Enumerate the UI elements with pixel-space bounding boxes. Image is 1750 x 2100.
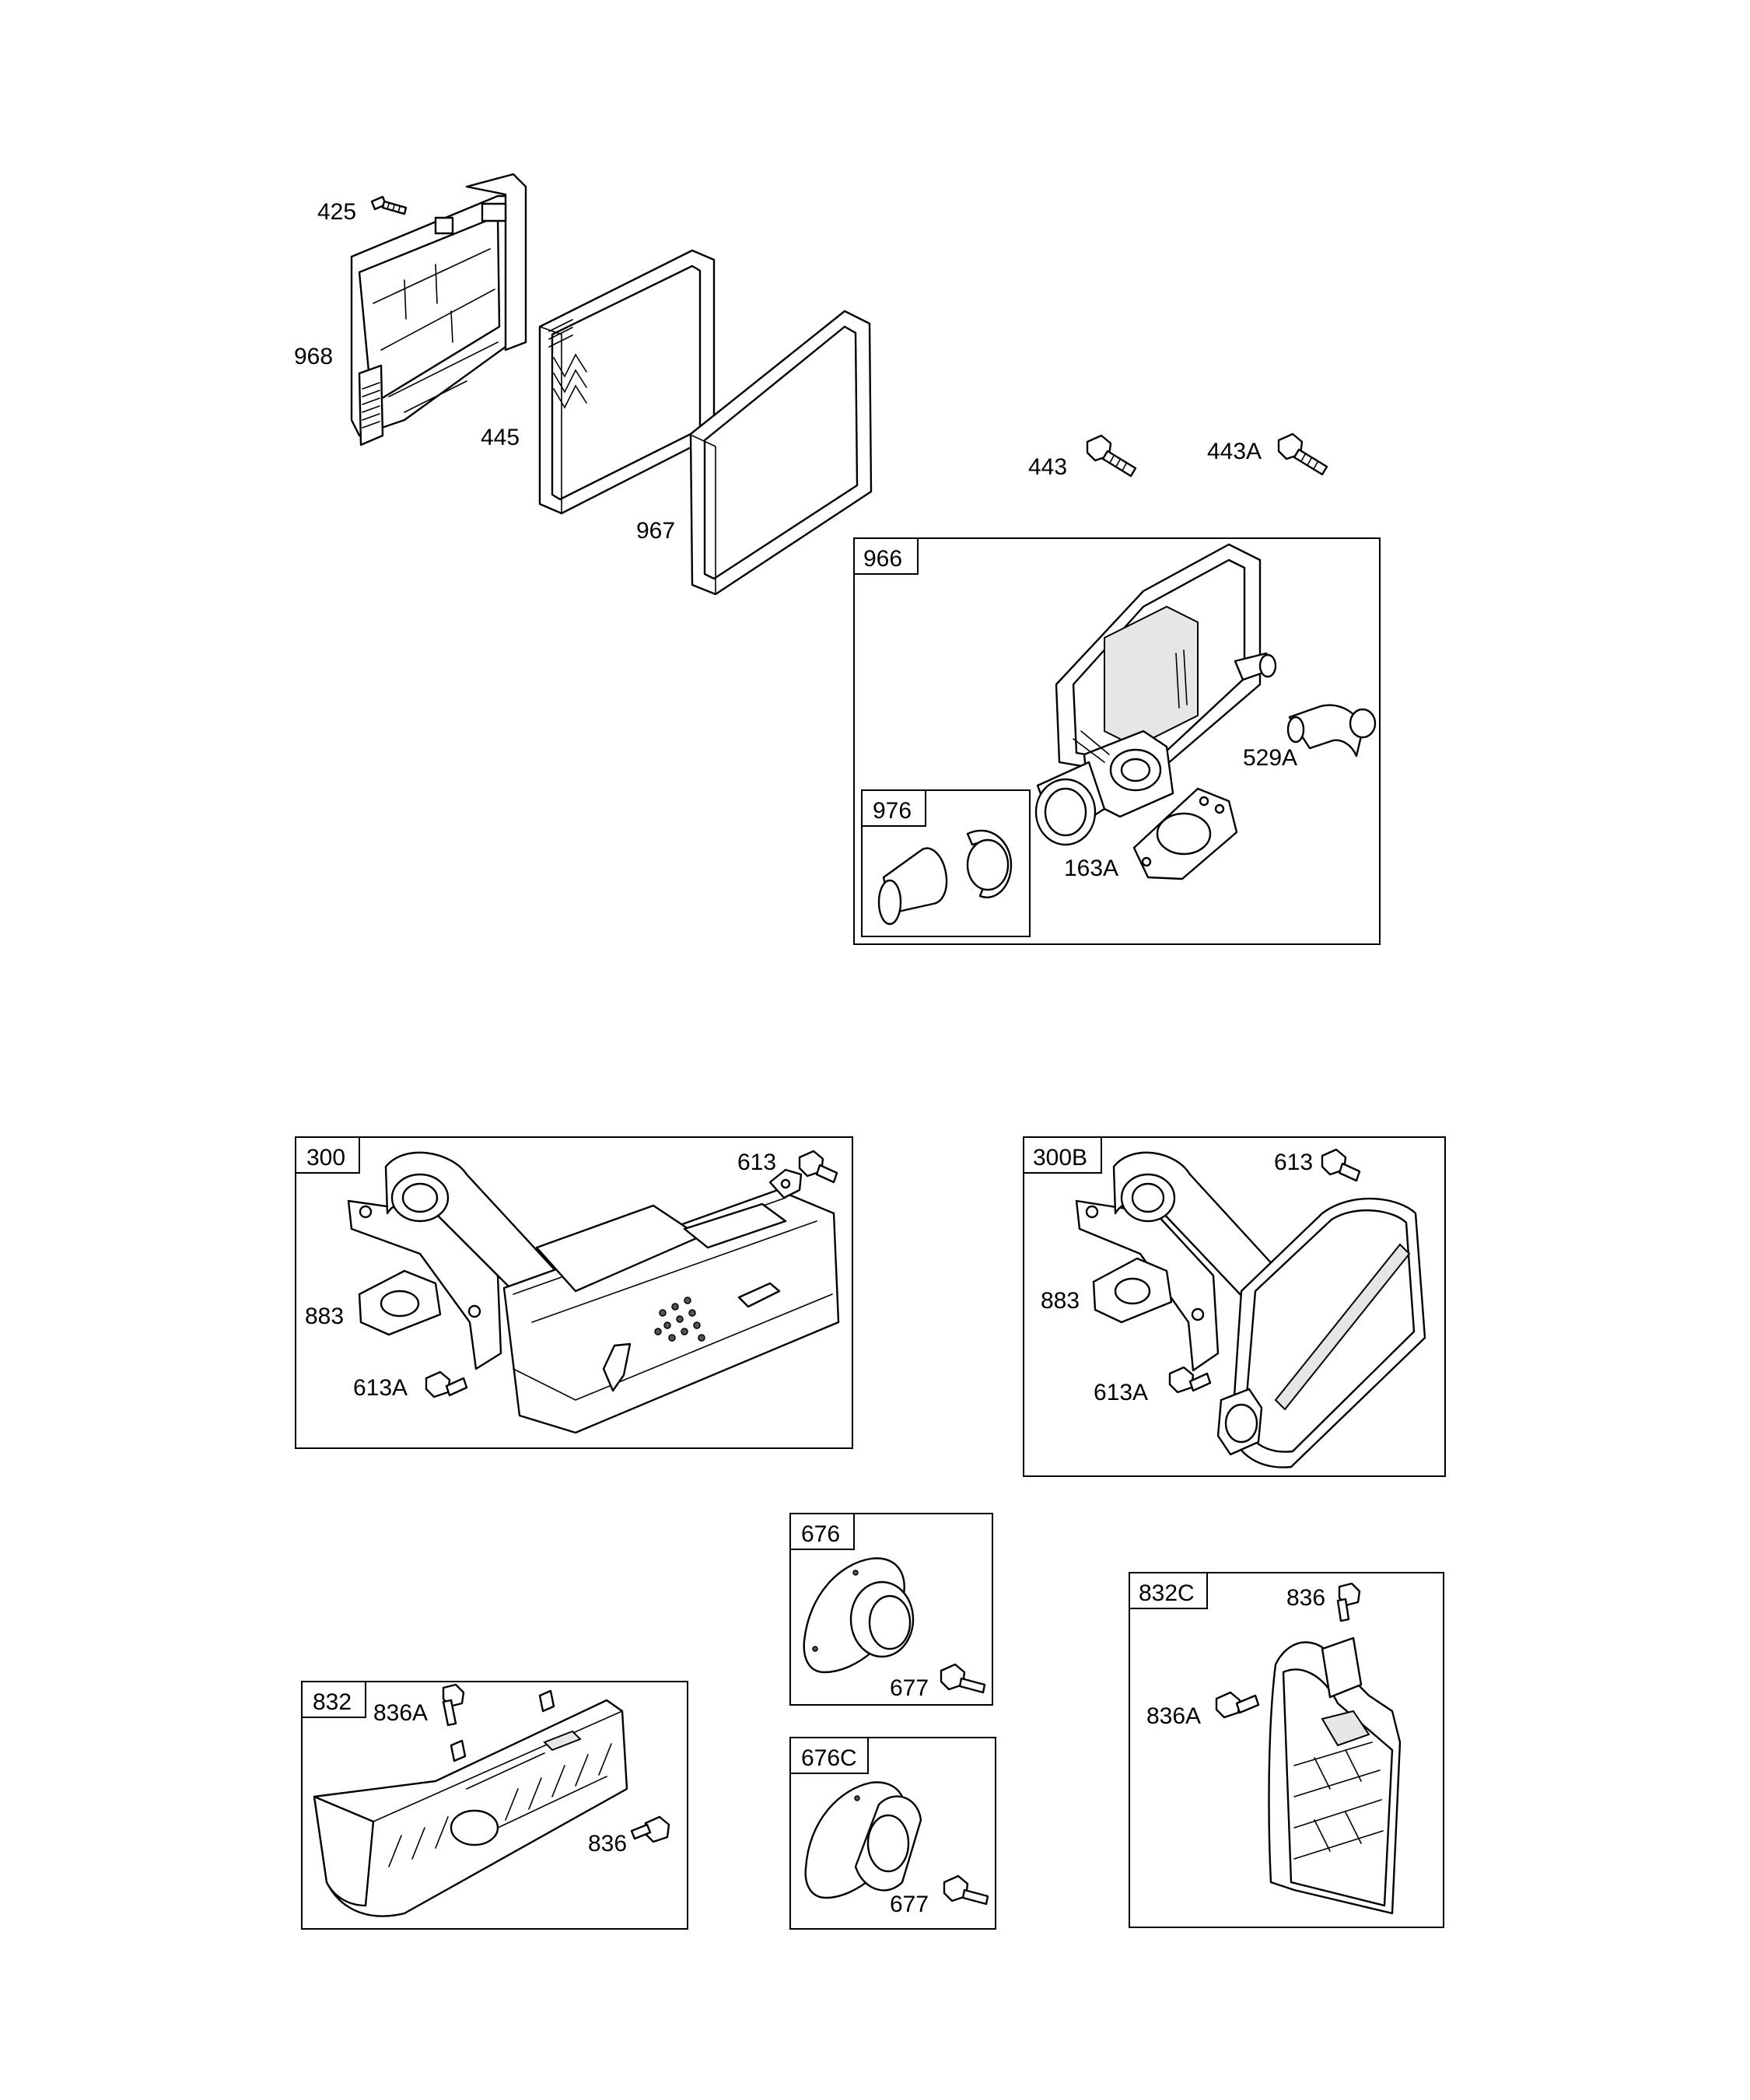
label-676: 676	[801, 1521, 840, 1547]
label-967: 967	[636, 518, 675, 544]
part-425-screw	[370, 195, 408, 215]
part-966-intake-housing	[1034, 543, 1277, 846]
part-300b-muffler	[1075, 1151, 1426, 1468]
label-300b: 300B	[1033, 1145, 1087, 1171]
label-676c: 676C	[801, 1745, 857, 1771]
part-300b-613-bolt	[1321, 1148, 1361, 1182]
part-300b-883-gasket	[1092, 1257, 1173, 1324]
muffler-vent-holes	[654, 1297, 705, 1342]
part-163a-gasket	[1132, 787, 1238, 880]
group-676c-tag	[789, 1737, 869, 1774]
label-443a: 443A	[1207, 439, 1262, 464]
label-300b-613a: 613A	[1094, 1380, 1148, 1405]
part-300-muffler	[347, 1151, 840, 1434]
group-832-frame	[301, 1681, 688, 1930]
label-676c-677: 677	[890, 1892, 929, 1917]
label-832: 832	[313, 1689, 352, 1715]
label-832c-836: 836	[1286, 1585, 1325, 1611]
part-976-tube-and-clamp	[877, 829, 1013, 926]
group-300b-tag	[1023, 1136, 1102, 1174]
label-300b-883: 883	[1041, 1288, 1080, 1314]
part-445-filter-element	[538, 249, 716, 515]
label-300b-613: 613	[1274, 1150, 1313, 1175]
part-300b-613a-bolt	[1168, 1366, 1212, 1394]
label-832c-836a: 836A	[1146, 1703, 1201, 1729]
group-976-tag	[861, 789, 926, 827]
part-967-pre-cleaner	[689, 310, 873, 596]
part-832c-836-screw	[1336, 1582, 1361, 1622]
label-163a: 163A	[1064, 856, 1118, 881]
label-445: 445	[481, 425, 520, 450]
part-300-883-gasket	[358, 1269, 442, 1336]
group-832c-frame	[1129, 1572, 1444, 1928]
part-676c-deflector	[804, 1781, 922, 1899]
part-832-836-screw	[630, 1815, 670, 1843]
part-676c-677-screw	[943, 1874, 989, 1906]
guard-slots	[388, 1743, 612, 1867]
label-968: 968	[294, 344, 333, 369]
group-966-frame	[853, 537, 1381, 945]
label-832c: 832C	[1139, 1580, 1195, 1606]
part-968-air-cleaner-base	[350, 173, 527, 446]
part-443a-bolt	[1277, 432, 1328, 476]
label-832-836a: 836A	[373, 1700, 428, 1726]
group-300-tag	[295, 1136, 360, 1174]
group-676-frame	[789, 1513, 993, 1706]
group-676c-frame	[789, 1737, 996, 1930]
label-529a: 529A	[1243, 745, 1297, 771]
part-832-836a-screw	[442, 1683, 465, 1727]
part-832c-836a-screw	[1215, 1691, 1260, 1719]
group-300-frame	[295, 1136, 853, 1449]
part-529a-elbow	[1286, 704, 1377, 758]
group-976-frame	[861, 789, 1031, 937]
label-676-677: 677	[890, 1675, 929, 1701]
group-966-tag	[853, 537, 919, 575]
label-966: 966	[863, 546, 902, 572]
label-425: 425	[317, 199, 356, 225]
group-300b-frame	[1023, 1136, 1446, 1477]
part-676-677-screw	[940, 1663, 986, 1694]
label-300-613: 613	[737, 1150, 776, 1175]
part-832c-muffler-guard	[1268, 1636, 1402, 1915]
group-832c-tag	[1129, 1572, 1208, 1609]
part-676-deflector	[803, 1557, 915, 1674]
label-832-836: 836	[588, 1831, 627, 1857]
label-300-613a: 613A	[353, 1375, 408, 1401]
part-300-613a-bolt	[425, 1370, 468, 1398]
group-832-tag	[301, 1681, 366, 1718]
guard-ribs	[1293, 1741, 1384, 1860]
label-300: 300	[306, 1145, 345, 1171]
label-300-883: 883	[305, 1304, 344, 1329]
label-443: 443	[1028, 454, 1067, 480]
part-300-613-bolt	[798, 1150, 838, 1184]
label-976: 976	[873, 798, 912, 824]
group-676-tag	[789, 1513, 855, 1550]
part-443-bolt	[1086, 434, 1137, 478]
part-832-muffler-guard	[313, 1689, 628, 1917]
